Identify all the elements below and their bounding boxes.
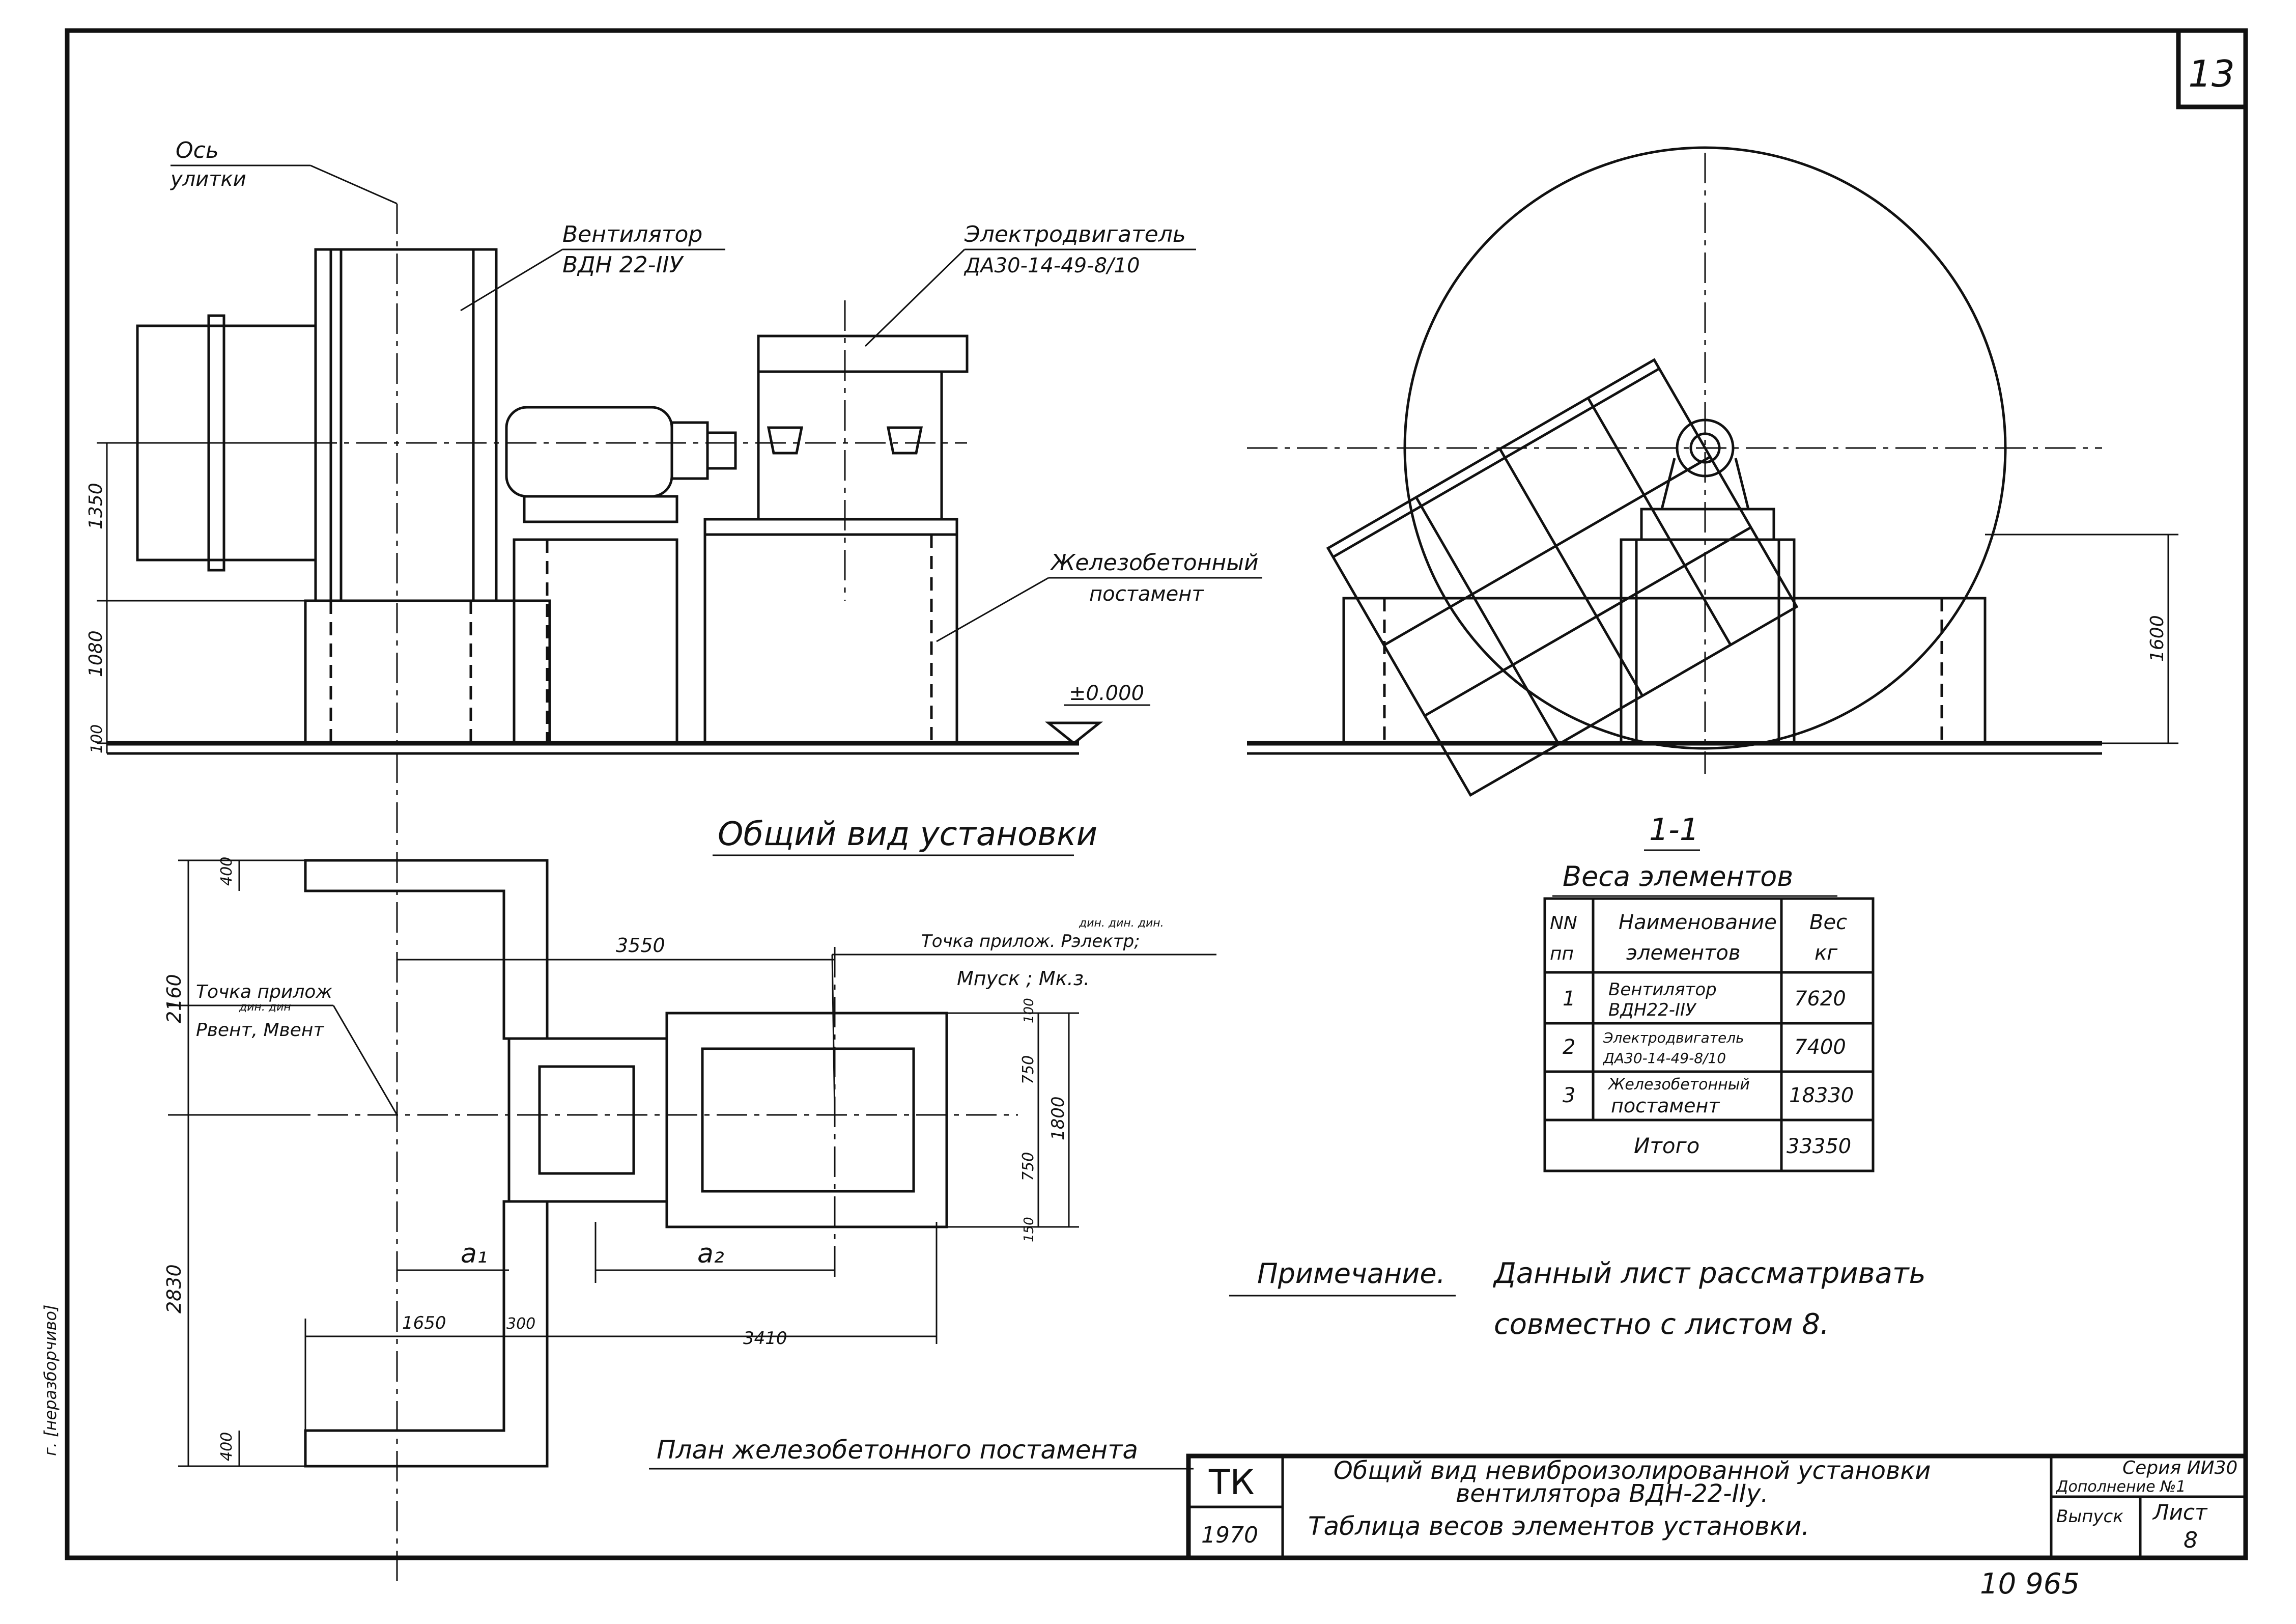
- point-motor-label-sup: дин. дин. дин.: [1079, 917, 1164, 930]
- dim-3410: 3410: [743, 1328, 787, 1349]
- section-title: 1-1: [1649, 812, 1699, 848]
- header-name-2: элементов: [1626, 941, 1740, 965]
- note-line-1: Данный лист рассматривать: [1492, 1257, 1926, 1290]
- dim-400-top: 400: [218, 857, 236, 886]
- sheet-frame: [65, 28, 2248, 1560]
- header-name-1: Наименование: [1619, 911, 1777, 934]
- dim-3550: 3550: [616, 934, 665, 957]
- dim-2160: 2160: [163, 974, 185, 1023]
- row-3-name-1: Железобетонный: [1607, 1076, 1750, 1094]
- dim-1650: 1650: [402, 1313, 446, 1333]
- row-2-name-2: ДА30-14-49-8/10: [1602, 1050, 1726, 1067]
- table-title: Веса элементов: [1563, 860, 1793, 892]
- motor-label-1: Электродвигатель: [964, 221, 1186, 247]
- row-2-name-1: Электродвигатель: [1603, 1029, 1744, 1046]
- front-view-labels: Ось улитки Вентилятор ВДН 22-IIУ Электро…: [86, 137, 1259, 853]
- sheet-label: Лист: [2152, 1500, 2208, 1525]
- fan-label-1: Вентилятор: [562, 221, 702, 247]
- row-3-weight: 18330: [1789, 1084, 1854, 1107]
- a1-label: a₁: [461, 1239, 488, 1269]
- header-no-2: пп: [1550, 943, 1574, 964]
- axis-label-1: Ось: [176, 137, 219, 163]
- point-fan-label-1: Точка прилож: [196, 982, 332, 1002]
- title-line-1: Общий вид невиброизолированной установки: [1334, 1457, 1931, 1485]
- plan-view-labels: 3550 400 2160 2830 400 1650 300 3410 100…: [163, 857, 1164, 1465]
- plan-view-title: План железобетонного постамента: [657, 1435, 1138, 1465]
- dim-150: 150: [1022, 1217, 1037, 1242]
- margin-note: г. [неразборчиво]: [41, 1305, 60, 1456]
- point-fan-label-2: Pвент, Mвент: [196, 1020, 324, 1041]
- title-line-2: вентилятора ВДН-22-IIу.: [1456, 1479, 1769, 1508]
- dim-400-bottom: 400: [218, 1432, 236, 1461]
- point-motor-label-1: Точка прилож. Pэлектр;: [921, 931, 1140, 951]
- total-value: 33350: [1787, 1135, 1851, 1158]
- row-1-weight: 7620: [1794, 987, 1846, 1011]
- row-2-weight: 7400: [1794, 1035, 1846, 1059]
- org-code: ТК: [1208, 1463, 1255, 1503]
- row-1-name-1: Вентилятор: [1608, 979, 1717, 1000]
- header-no-1: NN: [1550, 913, 1577, 934]
- title-line-3: Таблица весов элементов установки.: [1308, 1511, 1809, 1541]
- pedestal-label-1: Железобетонный: [1050, 550, 1259, 576]
- note-label: Примечание.: [1257, 1257, 1445, 1290]
- row-2-no: 2: [1563, 1035, 1575, 1059]
- row-3-name-2: постамент: [1611, 1095, 1720, 1117]
- weights-table: [1543, 897, 1875, 1172]
- dim-1600: 1600: [2147, 615, 2168, 662]
- row-3-no: 3: [1563, 1084, 1575, 1107]
- archive-stamp: 10 965: [1980, 1567, 2080, 1601]
- dim-100-right: 100: [1022, 998, 1037, 1023]
- dim-100: 100: [88, 724, 106, 753]
- dim-750-lower: 750: [1019, 1152, 1037, 1181]
- axis-label-2: улитки: [170, 167, 246, 191]
- plan-view: [168, 859, 1216, 1468]
- pedestal-label-2: постамент: [1089, 582, 1204, 606]
- point-fan-label-sup: дин. дин: [239, 1001, 291, 1014]
- motor-label-2: ДА30-14-49-8/10: [963, 254, 1140, 277]
- dim-1080: 1080: [86, 630, 106, 677]
- fan-label-2: ВДН 22-IIУ: [562, 252, 684, 278]
- header-weight-2: кг: [1815, 941, 1838, 965]
- year: 1970: [1201, 1522, 1258, 1548]
- point-motor-label-2: Mпуск ; Mк.з.: [957, 967, 1090, 990]
- dim-300: 300: [506, 1315, 535, 1333]
- elevation-mark: ±0.000: [1069, 682, 1144, 705]
- series-label: Серия ИИ30: [2122, 1458, 2237, 1478]
- dim-750-upper: 750: [1019, 1055, 1037, 1084]
- sheet-number: 13: [2188, 52, 2235, 95]
- row-1-name-2: ВДН22-IIУ: [1608, 1000, 1697, 1020]
- dim-2830: 2830: [163, 1264, 185, 1313]
- a2-label: a₂: [697, 1239, 724, 1269]
- supplement-label: Дополнение №1: [2055, 1478, 2186, 1496]
- dim-1800: 1800: [1048, 1096, 1068, 1140]
- dim-1350: 1350: [86, 483, 106, 529]
- note-line-2: совместно с листом 8.: [1494, 1308, 1829, 1341]
- front-view-title: Общий вид установки: [718, 816, 1097, 853]
- row-1-no: 1: [1563, 987, 1575, 1011]
- front-view: [97, 164, 1262, 1588]
- title-block-text: ТК 1970 Общий вид невиброизолированной у…: [1201, 1457, 2237, 1553]
- note: Примечание. Данный лист рассматривать со…: [1229, 1257, 1926, 1341]
- title-block: [1186, 1453, 2248, 1560]
- section-view: 1600: [1247, 146, 2178, 797]
- header-weight-1: Вес: [1809, 911, 1847, 934]
- issue-label: Выпуск: [2056, 1506, 2123, 1527]
- weights-table-text: Веса элементов NN пп Наименование элемен…: [1550, 860, 1854, 1158]
- sheet-value: 8: [2184, 1527, 2198, 1553]
- total-label: Итого: [1634, 1133, 1699, 1158]
